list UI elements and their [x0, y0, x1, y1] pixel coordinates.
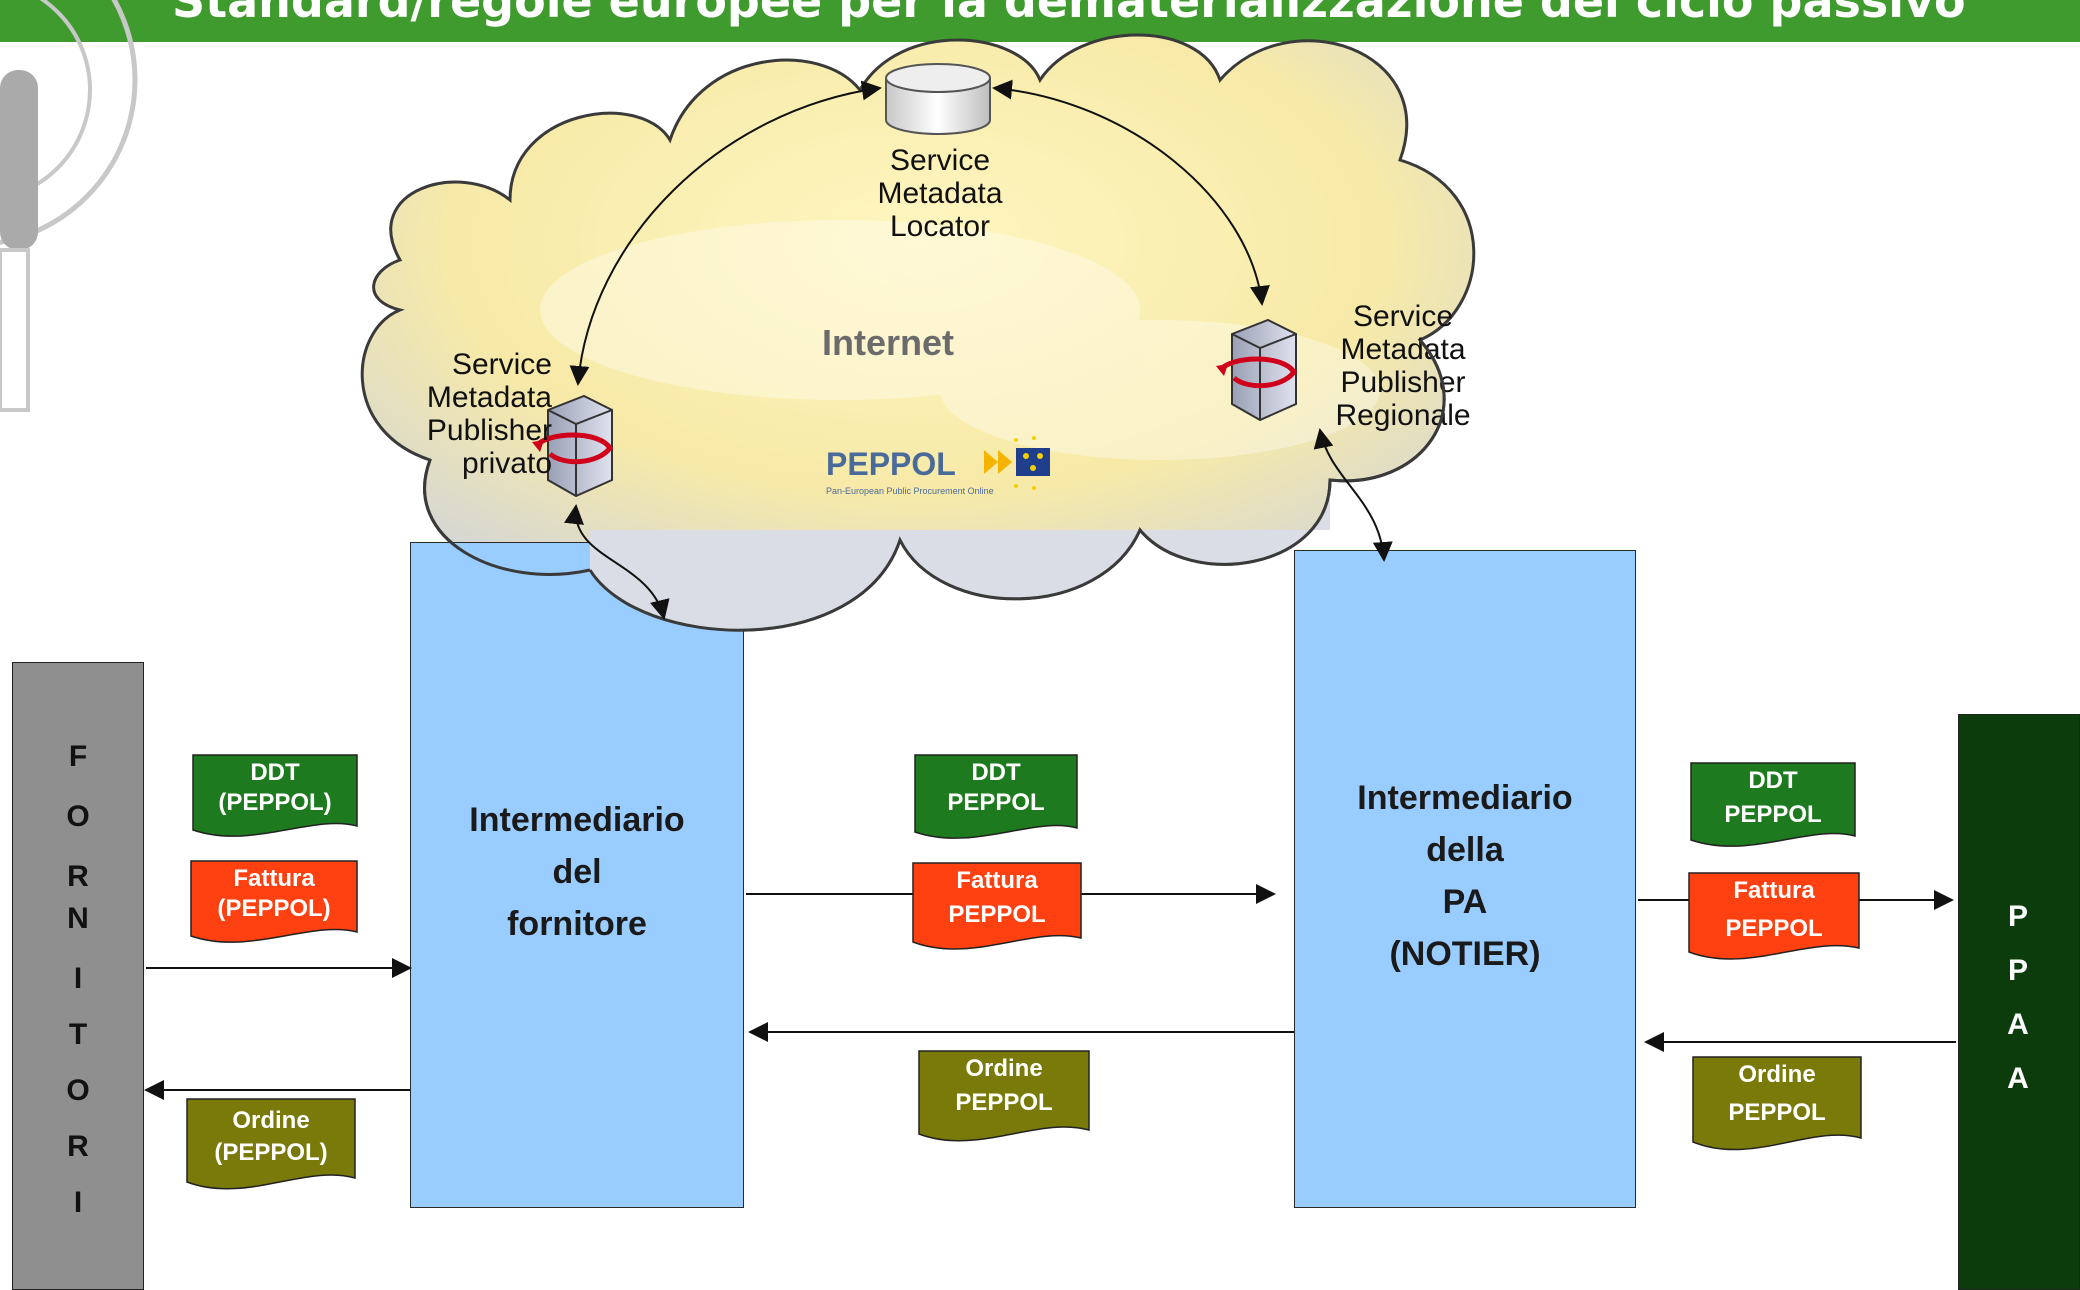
pa-intermediary-line-1: Intermediario — [1357, 779, 1573, 817]
smloc-line-2: Metadata — [877, 177, 1003, 210]
smp-regional-line-4: Regionale — [1335, 399, 1471, 432]
suppliers-letter: F — [68, 740, 88, 773]
page-title: Standard/regole europee per la demateria… — [172, 0, 1966, 28]
doc-ordine-line-1: Ordine — [1738, 1061, 1816, 1088]
smp-regional-line-2: Metadata — [1340, 333, 1466, 366]
doc-fattura-line-2: PEPPOL — [1725, 915, 1823, 942]
smp-private-line-3: Publisher — [426, 414, 552, 447]
document-shape-icon — [912, 862, 1082, 950]
document-shape-icon — [190, 860, 358, 943]
smloc-label: Service Metadata Locator — [830, 144, 1050, 243]
pa-intermediary-box — [1294, 550, 1636, 1208]
pa-intermediary-label: Intermediario della PA (NOTIER) — [1294, 772, 1636, 980]
ppaa-letter: P — [2007, 954, 2028, 987]
supplier-intermediary-line-3: fornitore — [507, 905, 647, 943]
doc-ordine-line-2: (PEPPOL) — [214, 1139, 328, 1166]
doc-ordine-line-2: PEPPOL — [1728, 1099, 1826, 1126]
document-shape-icon — [914, 754, 1078, 839]
pa-intermediary-line-2: della — [1426, 831, 1504, 869]
doc-fattura-line-1: Fattura — [1733, 877, 1815, 904]
title-bar: Standard/regole europee per la demateria… — [0, 0, 2080, 42]
smp-private-line-2: Metadata — [426, 381, 552, 414]
suppliers-letter: I — [73, 962, 83, 995]
smloc-line-1: Service — [889, 144, 991, 177]
smp-regional-line-1: Service — [1352, 300, 1454, 333]
smp-private-label: Service Metadata Publisher privato — [392, 348, 552, 480]
doc-ordine-line-2: PEPPOL — [955, 1089, 1053, 1116]
doc-fattura: Fattura (PEPPOL) — [190, 860, 358, 946]
ppaa-letter: A — [2007, 1062, 2029, 1095]
doc-ddt-line-1: DDT — [1748, 767, 1798, 794]
smloc-line-3: Locator — [889, 210, 991, 243]
decorative-logo-icon — [0, 0, 138, 412]
doc-fattura-line-1: Fattura — [233, 865, 315, 892]
eu-flag-icon — [984, 436, 1050, 490]
suppliers-letter: R — [67, 860, 89, 893]
ppaa-letter: P — [2007, 900, 2028, 933]
doc-fattura-line-2: (PEPPOL) — [217, 895, 331, 922]
document-shape-icon — [1688, 872, 1860, 960]
document-shape-icon — [918, 1050, 1090, 1142]
peppol-logo-subtitle: Pan-European Public Procurement Online — [826, 486, 994, 496]
doc-ddt-line-2: (PEPPOL) — [218, 789, 332, 816]
database-icon — [885, 63, 991, 135]
server-icon — [532, 394, 614, 498]
doc-ordine: Ordine PEPPOL — [918, 1050, 1090, 1146]
suppliers-letter: O — [66, 800, 90, 833]
doc-ordine-line-1: Ordine — [965, 1055, 1043, 1082]
doc-ddt-line-1: DDT — [971, 759, 1021, 786]
document-shape-icon — [186, 1098, 356, 1190]
doc-fattura: Fattura PEPPOL — [912, 862, 1082, 954]
suppliers-letter: O — [66, 1074, 90, 1107]
ppaa-column — [1958, 714, 2080, 1290]
supplier-intermediary-label: Intermediario del fornitore — [410, 794, 744, 950]
doc-fattura-line-2: PEPPOL — [948, 901, 1046, 928]
doc-ordine: Ordine (PEPPOL) — [186, 1098, 356, 1194]
doc-ddt: DDT PEPPOL — [914, 754, 1078, 842]
doc-ddt: DDT PEPPOL — [1690, 762, 1856, 850]
doc-ordine: Ordine PEPPOL — [1692, 1056, 1862, 1156]
ppaa-letter: A — [2007, 1008, 2029, 1041]
suppliers-letter: I — [73, 1186, 83, 1219]
server-icon — [1216, 318, 1298, 422]
smp-private-line-1: Service — [451, 348, 552, 381]
document-shape-icon — [1692, 1056, 1862, 1151]
supplier-intermediary-line-2: del — [552, 853, 602, 891]
supplier-intermediary-box — [410, 542, 744, 1208]
document-shape-icon — [192, 754, 358, 837]
doc-ddt-line-2: PEPPOL — [947, 789, 1045, 816]
document-shape-icon — [1690, 762, 1856, 847]
doc-fattura-line-1: Fattura — [956, 867, 1038, 894]
pa-intermediary-line-3: PA — [1442, 883, 1488, 921]
doc-ddt: DDT (PEPPOL) — [192, 754, 358, 840]
doc-ddt-line-2: PEPPOL — [1724, 801, 1822, 828]
supplier-intermediary-line-1: Intermediario — [469, 801, 685, 839]
smp-private-line-4: privato — [461, 447, 552, 480]
suppliers-letter: R — [67, 1130, 89, 1163]
suppliers-letter: T — [68, 1018, 88, 1051]
peppol-logo-text: PEPPOL — [826, 446, 956, 482]
suppliers-letter: N — [67, 902, 89, 935]
doc-fattura: Fattura PEPPOL — [1688, 872, 1860, 964]
peppol-logo: PEPPOL Pan-European Public Procurement O… — [826, 436, 1066, 506]
doc-ordine-line-1: Ordine — [232, 1107, 310, 1134]
pa-intermediary-line-4: (NOTIER) — [1389, 935, 1541, 973]
doc-ddt-line-1: DDT — [250, 759, 300, 786]
cloud-bottom-overlay — [423, 339, 1446, 632]
suppliers-column — [12, 662, 144, 1290]
smp-regional-label: Service Metadata Publisher Regionale — [1318, 300, 1488, 432]
